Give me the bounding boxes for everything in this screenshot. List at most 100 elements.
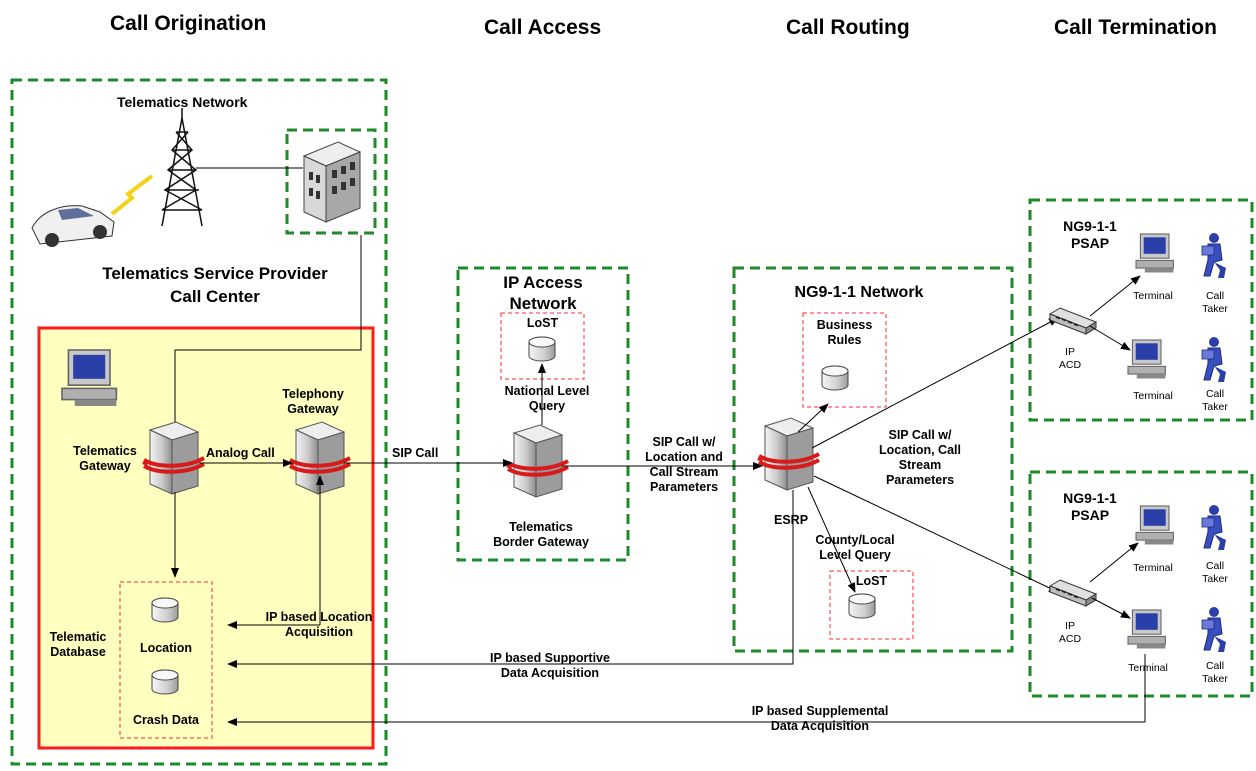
ip-acd-bottom-acd: ACD [1058,633,1082,645]
ip-acd-top-acd: ACD [1058,359,1082,371]
call-taker-taker: Taker [1202,673,1228,685]
psap-top-line1: NG9-1-1 [1063,218,1117,234]
terminal-label: Terminal [1133,562,1173,574]
sip-location-line1: SIP Call w/ [652,435,716,449]
call-taker-label: Call Taker [1190,660,1240,686]
psap-bottom-line2: PSAP [1070,507,1110,523]
telematic-database-label: Telematic Database [40,630,116,660]
call-center-link [174,235,362,425]
sip-location-line3: Call Stream [649,465,719,479]
county-query-line1: County/Local [815,533,895,547]
ip-acd-switch-bottom-icon [1049,579,1097,607]
esrp-label: ESRP [774,513,809,527]
national-query-line2: Query [528,399,566,413]
terminal-label: Terminal [1128,662,1168,674]
ip-acd-switch-top-icon [1049,307,1097,335]
telephony-gateway-line2: Gateway [287,402,339,416]
acd-to-terminal-top2 [1089,325,1131,351]
call-taker-call: Call [1205,660,1225,672]
call-taker-icon [1201,606,1227,653]
lost-national-db-icon [528,336,556,362]
telematics-gateway-line2: Gateway [79,459,131,473]
ng911-network-box [732,266,1014,653]
esrp-server-icon [755,416,821,492]
crash-data-db-icon [151,669,179,695]
telephony-gateway-server-icon [286,420,352,496]
ip-location-line2: Acquisition [284,625,354,639]
wireless-link-icon [110,174,154,216]
telephony-gateway-label: Telephony Gateway [268,387,358,417]
call-center-building-icon [302,141,362,223]
tsp-line1: Telematics Service Provider [102,264,328,283]
telematics-network-label: Telematics Network [117,94,248,110]
business-rules-label: Business Rules [803,318,886,348]
call-taker-icon [1201,336,1227,383]
psap-top-box [1028,198,1254,422]
sip-psap-line4: Parameters [885,473,955,487]
telematics-gateway-label: Telematics Gateway [60,444,150,474]
acd-to-terminal-top1 [1089,275,1141,317]
terminal-icon [1135,505,1174,546]
business-rules-box [802,312,887,408]
supportive-data-arrow [227,490,794,668]
business-rules-db-icon [821,365,849,391]
ip-acd-bottom-ip: IP [1065,620,1075,632]
telematic-database-box [119,581,213,739]
ip-acd-bottom-label: IP ACD [1055,620,1085,646]
telematics-gateway-line1: Telematics [73,444,137,458]
national-level-query-label: National Level Query [482,384,612,414]
ng911-network-title: NG9-1-1 Network [794,284,924,301]
sip-location-line2: Location and [645,450,723,464]
call-taker-label: Call Taker [1190,560,1240,586]
terminal-icon [1127,339,1166,380]
sip-psap-label: SIP Call w/ Location, Call Stream Parame… [862,428,978,488]
sip-to-psap-bottom-arrow [813,475,1059,593]
supplemental-line1: IP based Supplemental [751,704,889,718]
sip-psap-line3: Stream [898,458,942,472]
lost-county-label: LoST [855,574,888,588]
sip-psap-line2: Location, Call [879,443,961,457]
county-level-query-label: County/Local Level Query [800,533,910,563]
terminal-icon [1135,233,1174,274]
supportive-line2: Data Acquisition [500,666,600,680]
psap-top-line2: PSAP [1070,235,1110,251]
lost-county-box [829,570,914,640]
business-rules-line1: Business [816,318,873,332]
header-call-access: Call Access [484,16,602,39]
tsp-line2: Call Center [170,287,260,306]
header-call-origination: Call Origination [110,12,267,35]
border-gateway-line1: Telematics [509,520,573,534]
call-taker-icon [1201,504,1227,551]
national-query-line1: National Level [504,384,590,398]
call-taker-taker: Taker [1202,303,1228,315]
radio-tower-icon [161,108,203,227]
border-gateway-server-icon [504,423,570,499]
supplemental-line2: Data Acquisition [770,719,870,733]
telematic-database-line2: Database [50,645,106,659]
header-call-termination: Call Termination [1054,16,1217,39]
supportive-data-label: IP based Supportive Data Acquisition [430,651,670,681]
call-taker-call: Call [1205,290,1225,302]
tsp-call-center-label: Telematics Service Provider Call Center [70,262,360,308]
call-taker-taker: Taker [1202,573,1228,585]
ip-location-line1: IP based Location [265,610,373,624]
analog-call-label: Analog Call [206,446,275,460]
terminal-icon [1127,609,1166,650]
supplemental-data-label: IP based Supplemental Data Acquisition [700,704,940,734]
lost-county-db-icon [848,593,876,619]
call-taker-label: Call Taker [1190,290,1240,316]
crash-data-label: Crash Data [133,713,199,727]
call-taker-call: Call [1205,388,1225,400]
ip-access-network-title: IP Access Network [458,272,628,314]
ip-location-acquisition-label: IP based Location Acquisition [244,610,394,640]
psap-bottom-title: NG9-1-1 PSAP [1052,490,1128,524]
sip-call-label: SIP Call [392,446,439,460]
supplemental-data-arrow [227,654,1146,726]
terminal-label: Terminal [1133,290,1173,302]
sip-location-line4: Parameters [649,480,719,494]
car-icon [31,205,115,247]
location-db-icon [151,597,179,623]
sip-psap-line1: SIP Call w/ [888,428,952,442]
workstation-icon [61,349,118,407]
